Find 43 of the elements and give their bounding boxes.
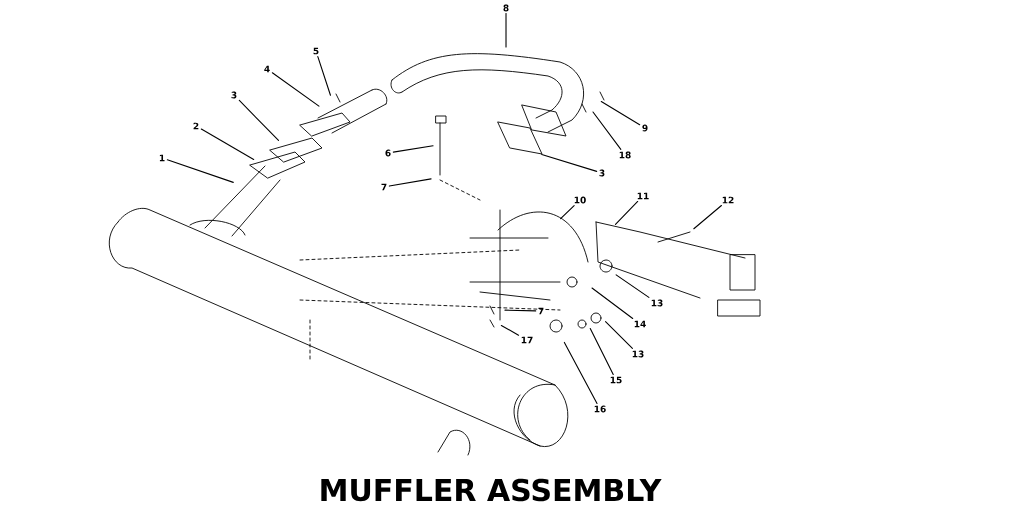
leader-line [541,153,598,172]
leader-line [504,309,537,312]
callout-number: 2 [193,122,199,130]
leader-line [560,205,575,220]
leader-line [615,274,650,298]
leader-line [592,111,622,150]
leader-line [388,178,432,187]
callout-number: 10 [574,196,586,204]
leader-line [563,341,598,404]
leader-line [605,321,633,349]
callout-number: 7 [538,307,544,315]
leader-line [505,13,507,48]
callout-number: 15 [610,376,622,384]
leader-line [238,99,280,141]
leader-line [614,200,639,225]
leader-line [600,101,641,126]
callout-number: 11 [637,192,649,200]
callout-number: 13 [651,299,663,307]
callout-number: 14 [634,320,646,328]
leader-line [589,327,614,375]
leader-line [200,128,255,161]
title: MUFFLER ASSEMBLY [321,478,662,502]
leader-line [392,145,434,153]
callout-number: 3 [231,91,237,99]
leader-line [271,72,320,107]
callout-number: 4 [264,65,270,73]
callout-number: 9 [642,124,648,132]
leader-line [500,324,520,336]
callout-number: 3 [599,169,605,177]
callout-number: 7 [381,183,387,191]
callout-number: 1 [159,154,165,162]
leader-line [166,159,234,183]
callout-number: 5 [313,47,319,55]
callout-number: 8 [503,4,509,12]
callout-number: 17 [521,336,533,344]
leader-line [317,56,331,96]
callout-number: 18 [619,151,631,159]
callout-number: 6 [385,149,391,157]
leader-line [693,205,722,230]
callout-number: 16 [594,405,606,413]
leader-line [591,287,634,320]
callout-number: 13 [632,350,644,358]
callout-number: 12 [722,196,734,204]
